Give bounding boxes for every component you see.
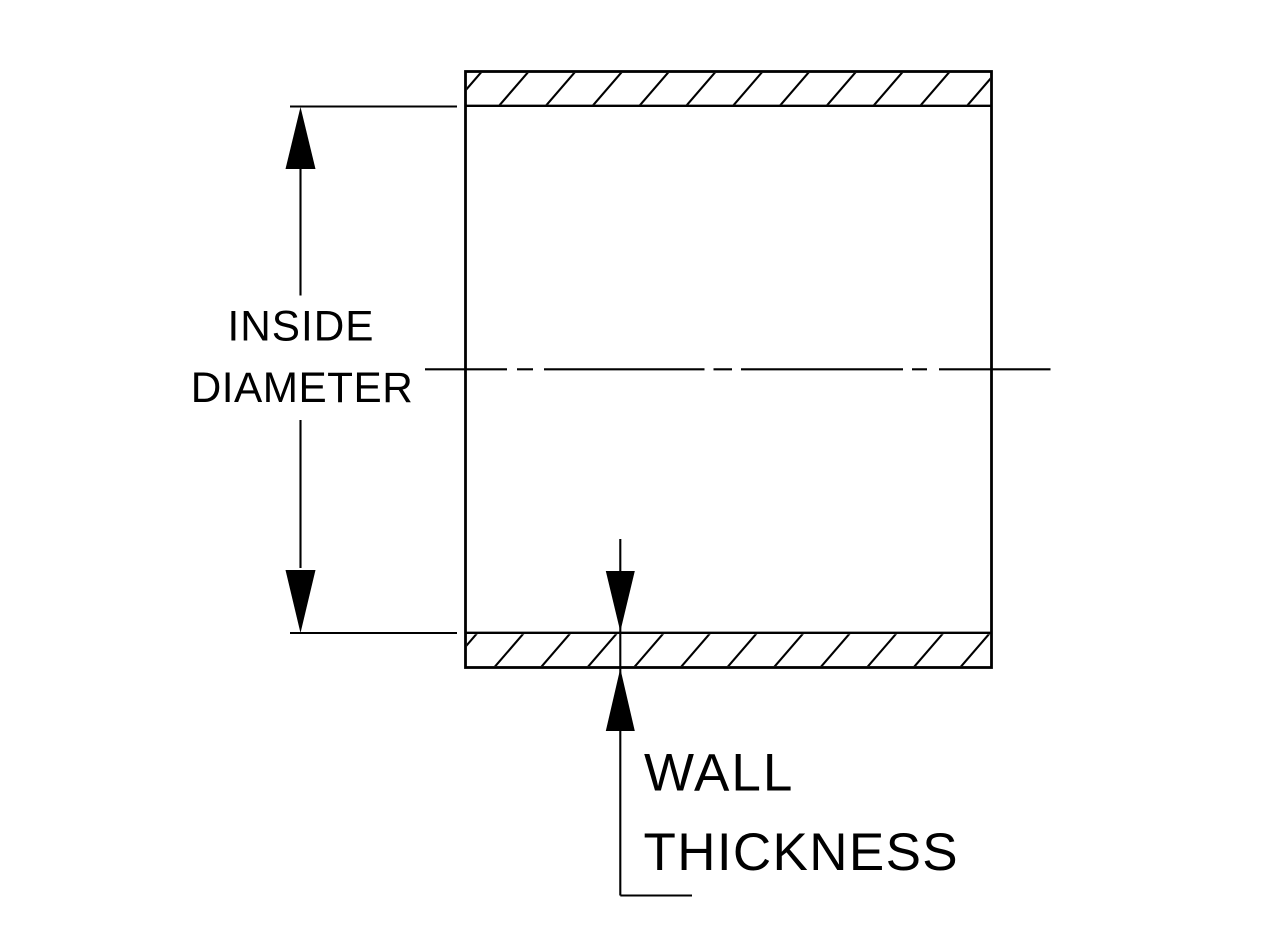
svg-text:WALL: WALL <box>644 744 794 803</box>
svg-text:INSIDE: INSIDE <box>227 302 374 349</box>
svg-text:DIAMETER: DIAMETER <box>191 364 414 411</box>
svg-text:THICKNESS: THICKNESS <box>644 823 959 882</box>
